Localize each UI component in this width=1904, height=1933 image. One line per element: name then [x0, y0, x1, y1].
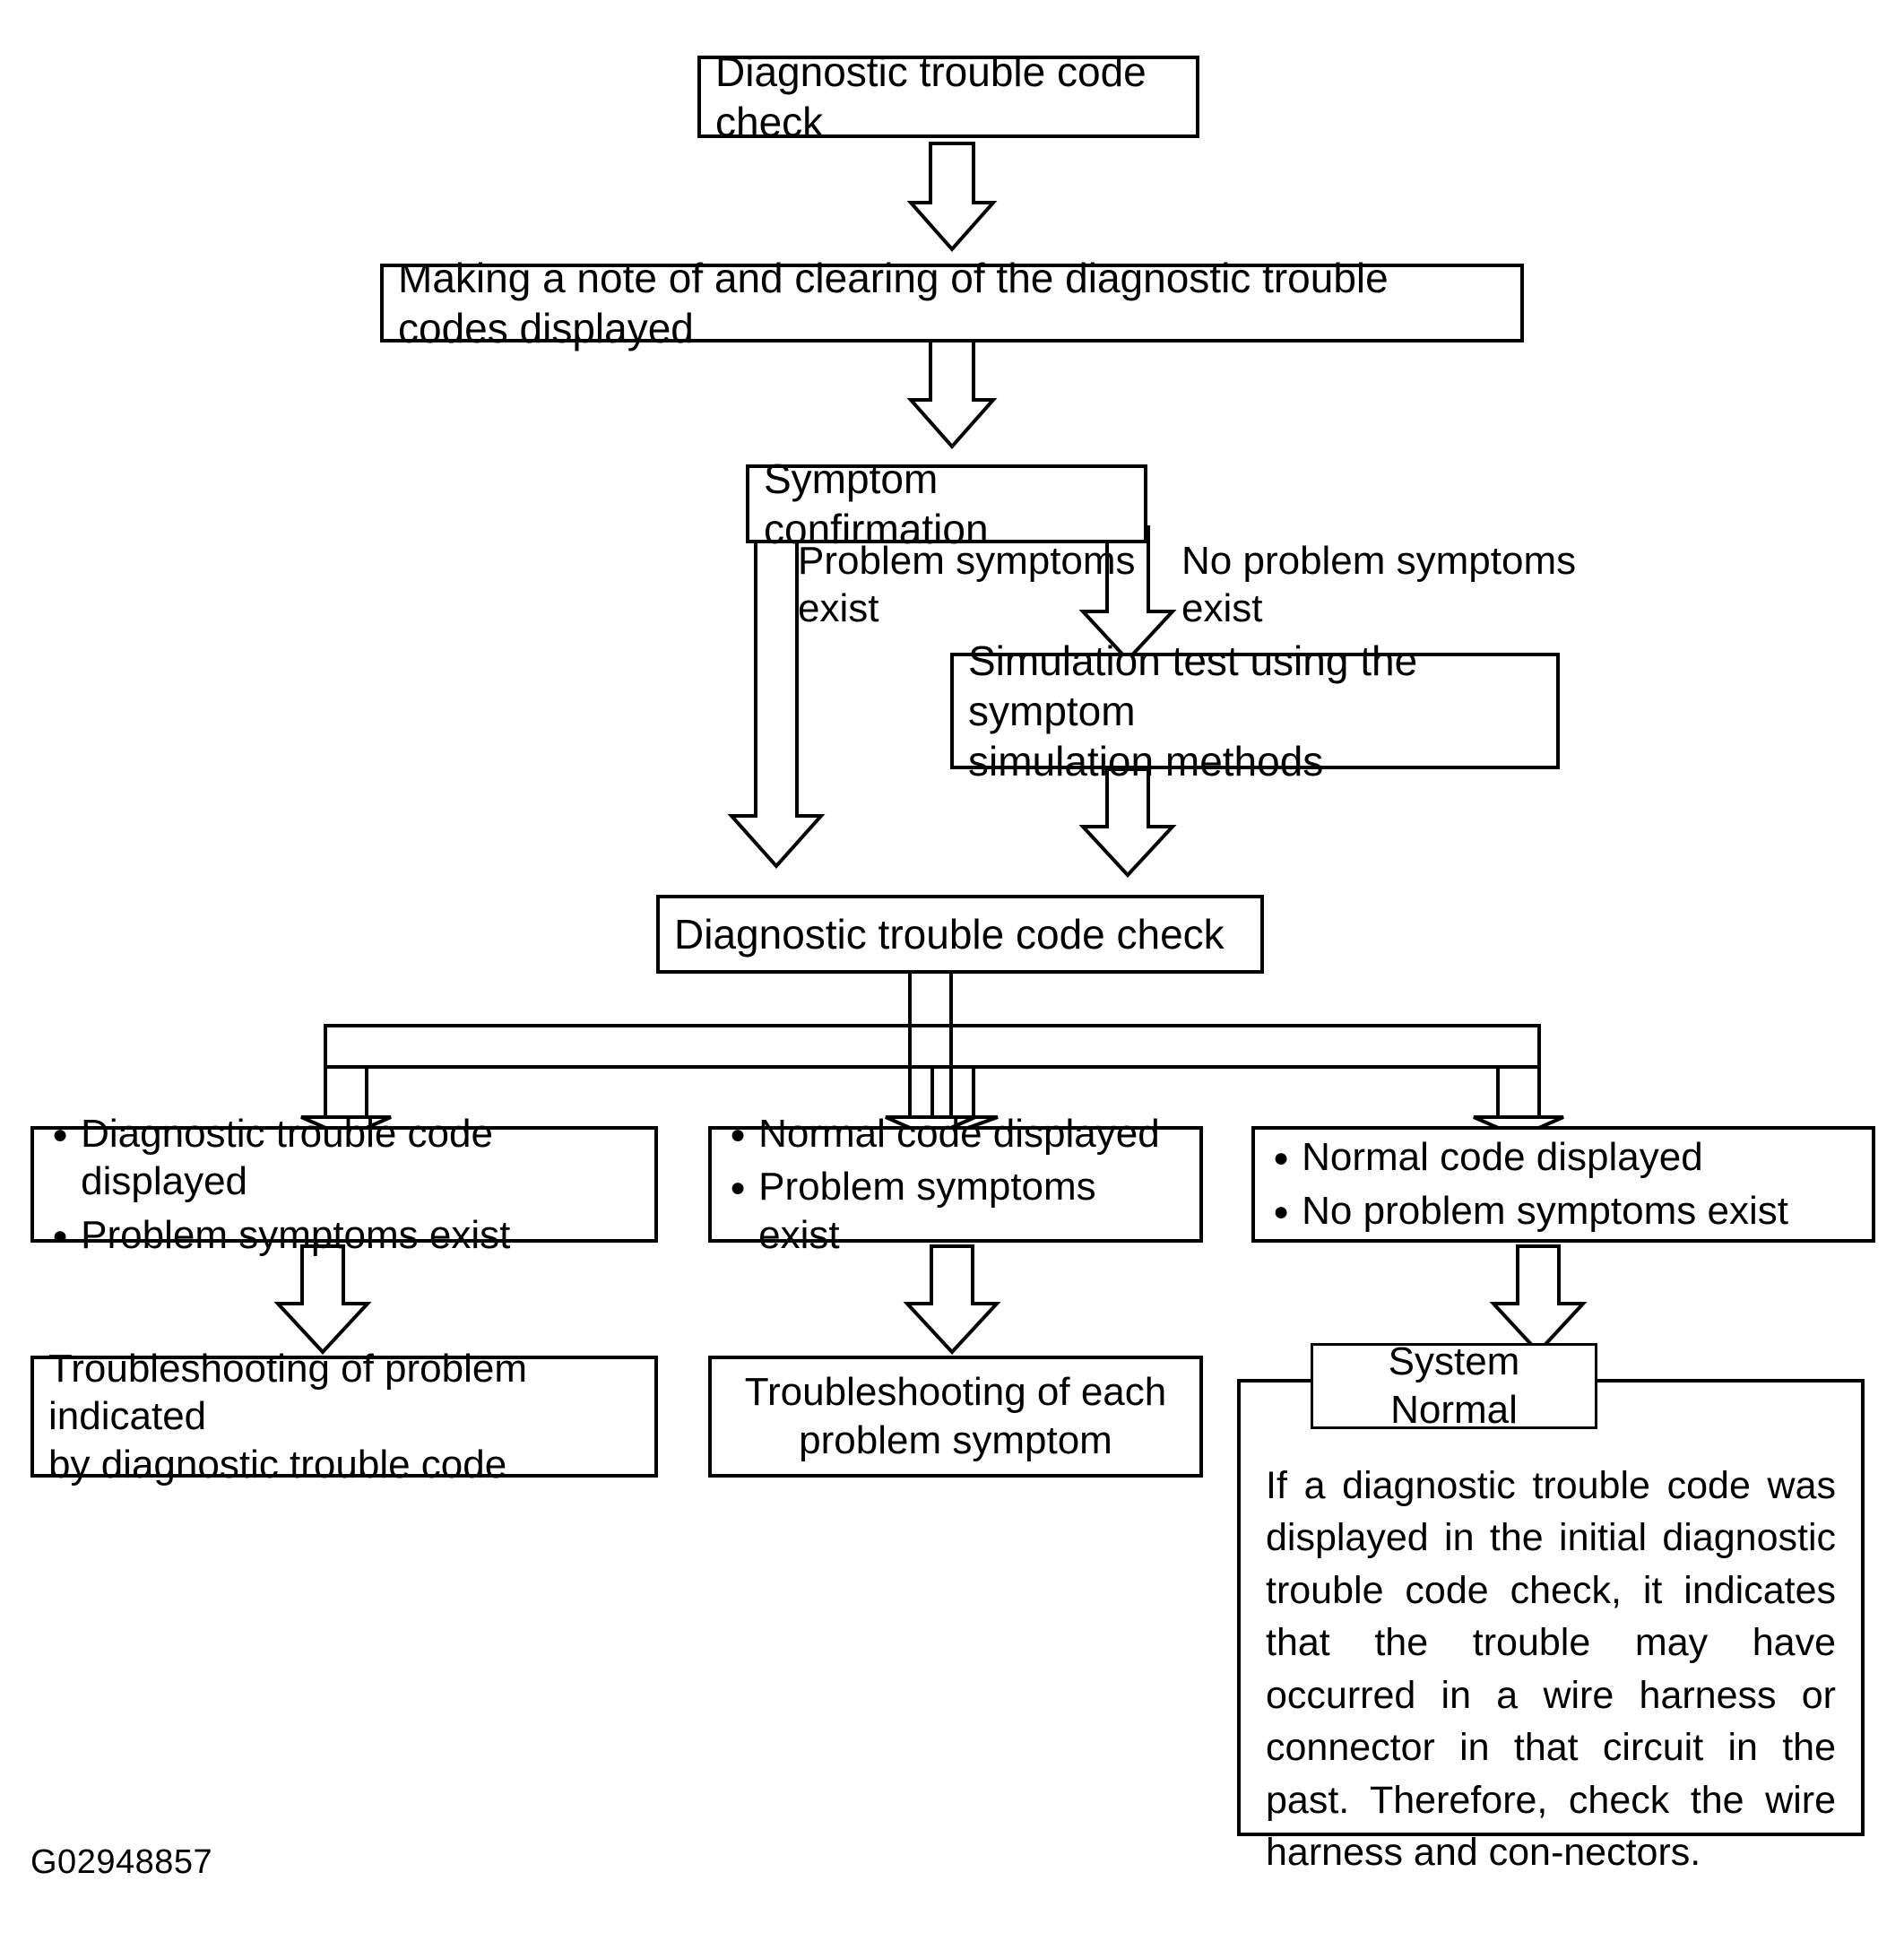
arrow-result-right-to-system-normal: [1489, 1244, 1592, 1355]
bullet-icon: ●: [1273, 1143, 1290, 1174]
list-item-label: Diagnostic trouble code displayed: [81, 1111, 493, 1204]
node-result-dtc-displayed-problem-exists[interactable]: ● Diagnostic trouble code displayed ● Pr…: [30, 1112, 658, 1257]
list-item-label: No problem symptoms exist: [1302, 1189, 1788, 1233]
bullet-list: ● Normal code displayed ● No problem sym…: [1255, 1128, 1872, 1240]
node-making-note-clearing-codes[interactable]: Making a note of and clearing of the dia…: [380, 255, 1524, 351]
edge-label-problem-symptoms-exist: Problem symptoms exist: [798, 539, 1136, 630]
arrow-dtc-to-note: [906, 142, 998, 253]
bullet-icon: ●: [730, 1173, 747, 1203]
node-label: Symptom confirmation: [764, 455, 989, 552]
node-result-normal-code-no-problem[interactable]: ● Normal code displayed ● No problem sym…: [1251, 1126, 1875, 1243]
list-item-label: Normal code displayed: [758, 1111, 1160, 1156]
node-label: Making a note of and clearing of the dia…: [398, 254, 1389, 351]
node-result-normal-code-problem-exists[interactable]: ● Normal code displayed ● Problem sympto…: [708, 1112, 1203, 1257]
node-label: Diagnostic trouble code check: [715, 48, 1147, 145]
arrow-note-to-symptom: [906, 339, 998, 450]
list-item-label: Problem symptoms exist: [758, 1165, 1096, 1257]
bullet-icon: ●: [52, 1119, 69, 1149]
bullet-list: ● Normal code displayed ● Problem sympto…: [712, 1105, 1199, 1265]
list-item: ● Normal code displayed: [1273, 1133, 1854, 1182]
arrow-result-left-to-outcome-left: [273, 1244, 376, 1355]
figure-id-code: G02948857: [30, 1843, 213, 1881]
node-label: Simulation test using the symptom simula…: [968, 637, 1418, 785]
node-troubleshooting-each-symptom[interactable]: Troubleshooting of each problem symptom: [708, 1356, 1203, 1478]
arrow-result-middle-to-outcome-middle: [903, 1244, 1006, 1355]
list-item: ● Normal code displayed: [730, 1110, 1181, 1158]
node-simulation-test[interactable]: Simulation test using the symptom simula…: [950, 637, 1560, 784]
bullet-icon: ●: [1273, 1197, 1290, 1227]
node-label: Diagnostic trouble code check: [674, 910, 1225, 958]
bullet-icon: ●: [730, 1119, 747, 1149]
node-label: Troubleshooting of problem indicated by …: [48, 1346, 528, 1487]
list-item: ● Problem symptoms exist: [52, 1211, 636, 1260]
node-diagnostic-trouble-code-check-second[interactable]: Diagnostic trouble code check: [656, 895, 1264, 974]
node-label: Troubleshooting of each problem symptom: [744, 1370, 1167, 1462]
list-item: ● Diagnostic trouble code displayed: [52, 1110, 636, 1206]
arrow-simulation-to-dtc-check: [1078, 767, 1181, 878]
system-normal-note-text: If a diagnostic trouble code was display…: [1266, 1464, 1836, 1875]
node-diagnostic-trouble-code-check-top[interactable]: Diagnostic trouble code check: [697, 48, 1199, 145]
node-symptom-confirmation[interactable]: Symptom confirmation: [746, 455, 1147, 552]
node-system-normal[interactable]: System Normal: [1311, 1339, 1597, 1432]
system-normal-note-panel: If a diagnostic trouble code was display…: [1237, 1379, 1865, 1874]
node-label: System Normal: [1388, 1339, 1520, 1432]
node-troubleshooting-by-dtc[interactable]: Troubleshooting of problem indicated by …: [30, 1347, 658, 1487]
list-item-label: Normal code displayed: [1302, 1135, 1703, 1180]
list-item: ● No problem symptoms exist: [1273, 1187, 1854, 1235]
bullet-list: ● Diagnostic trouble code displayed ● Pr…: [34, 1105, 654, 1265]
arrow-no-problem-symptoms-to-simulation: [1078, 525, 1181, 663]
list-item: ● Problem symptoms exist: [730, 1163, 1181, 1259]
bullet-icon: ●: [52, 1220, 69, 1251]
edge-label-no-problem-symptoms-exist: No problem symptoms exist: [1181, 539, 1577, 630]
arrow-problem-symptoms-to-dtc-check: [727, 525, 830, 870]
list-item-label: Problem symptoms exist: [81, 1212, 511, 1257]
